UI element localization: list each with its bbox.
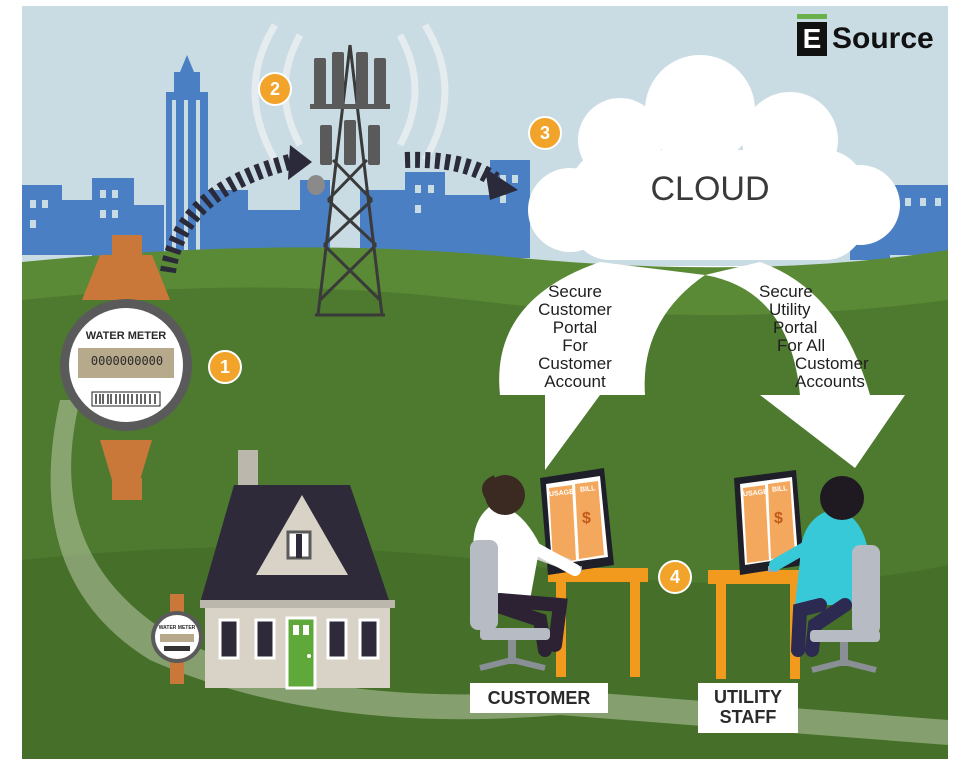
utility-portal-text: Secure Utility Portal For All Customer A… [755,283,895,391]
utility-portal-arrow [705,262,905,468]
customer-portal-line: Account [544,372,606,391]
logo-wordmark: Source [832,22,934,55]
house [200,450,395,690]
utility-portal-line: Customer [795,354,869,373]
customer-portal-arrow [499,262,705,470]
cloud-shape [528,55,900,260]
meter-reading: 0000000000 [90,354,164,368]
radio-waves [251,23,449,162]
customer-screen-currency: $ [582,510,591,527]
customer-portal-line: For [562,336,588,355]
utility-caption-line-1: UTILITY [714,687,782,707]
customer-caption: CUSTOMER [470,683,608,713]
cloud-label: CLOUD [650,170,770,208]
tower-to-cloud-arrow [404,151,500,187]
step-2-badge: 2 [258,72,292,106]
utility-portal-line: For All [777,336,826,355]
small-meter-title: WATER METER [158,625,196,631]
customer-portal-line: Secure [548,282,602,301]
utility-portal-line: Utility [769,300,811,319]
meter-to-tower-arrowhead [288,145,312,180]
customer-portal-text: Secure Customer Portal For Customer Acco… [525,283,625,391]
logo-mark: E [797,22,827,56]
utility-screen-currency: $ [774,510,783,527]
step-4-badge: 4 [658,560,692,594]
esource-logo: E Source [797,14,947,60]
utility-portal-line: Accounts [795,372,865,391]
utility-portal-line: Portal [773,318,818,337]
small-water-meter [151,594,203,684]
utility-staff-caption: UTILITY STAFF [698,683,798,733]
step-1-badge: 1 [208,350,242,384]
antenna-panels [307,52,390,195]
step-3-badge: 3 [528,116,562,150]
customer-workstation [470,468,648,677]
cell-tower [315,44,385,317]
utility-portal-line: Secure [759,282,813,301]
water-meter [60,235,192,500]
meter-title: WATER METER [85,330,167,342]
logo-green-bar [797,14,827,19]
customer-portal-line: Customer [538,300,612,319]
utility-caption-line-2: STAFF [719,707,777,727]
utility-workstation [708,470,880,679]
customer-portal-line: Customer [538,354,612,373]
tower-to-cloud-arrowhead [485,168,518,200]
customer-portal-line: Portal [552,318,598,337]
